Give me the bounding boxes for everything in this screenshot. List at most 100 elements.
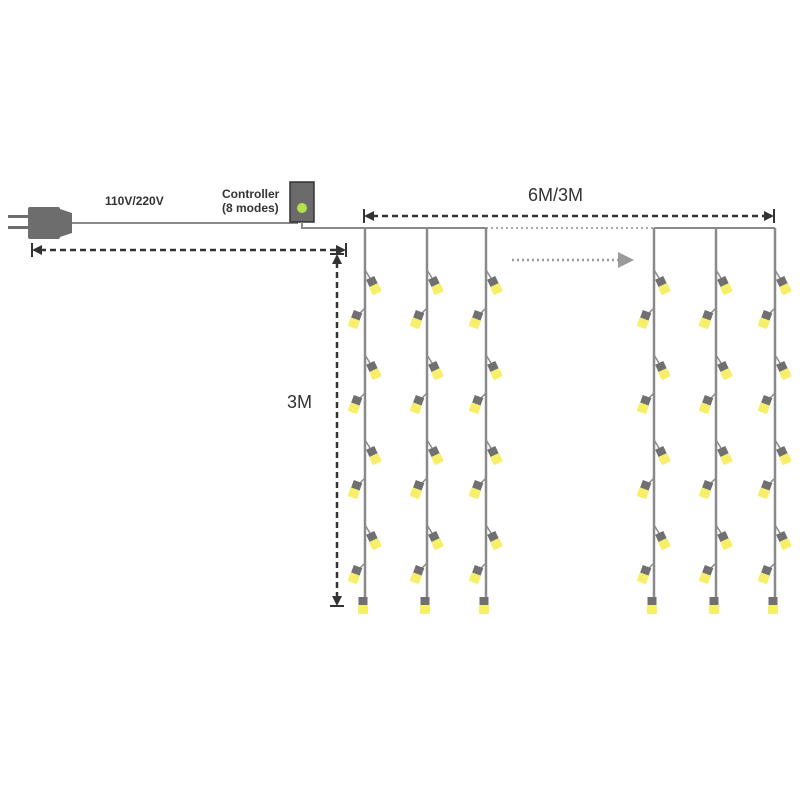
power-plug-icon: [8, 207, 72, 239]
led-bulb-icon: [636, 565, 652, 584]
led-bulb-icon: [366, 275, 382, 295]
led-bulb-icon: [428, 275, 444, 295]
bulb-lead: [359, 477, 366, 484]
led-bulb-icon: [655, 360, 671, 380]
bulb-lead: [485, 524, 492, 534]
led-bulb-icon: [717, 275, 733, 295]
led-bulb-icon: [487, 445, 503, 465]
led-bulb-icon: [709, 597, 719, 614]
bulb-lead: [715, 524, 722, 534]
led-bulb-icon: [776, 445, 792, 465]
controller-box-icon: [289, 181, 315, 223]
lead-dimension-arrow: [31, 243, 347, 257]
bulb-lead: [485, 439, 492, 449]
led-bulb-icon: [409, 480, 425, 499]
bulb-lead: [426, 269, 433, 279]
led-bulb-icon: [776, 530, 792, 550]
width-label: 6M/3M: [528, 185, 583, 205]
bulb-lead: [710, 307, 717, 314]
bulb-lead: [364, 439, 371, 449]
led-bulb-icon: [366, 530, 382, 550]
led-bulb-icon: [468, 310, 484, 329]
led-bulb-icon: [776, 275, 792, 295]
bulb-lead: [480, 392, 487, 399]
led-bulb-icon: [409, 565, 425, 584]
led-bulb-icon: [636, 395, 652, 414]
bulb-lead: [774, 354, 781, 364]
bulb-lead: [648, 307, 655, 314]
led-bulb-icon: [358, 597, 368, 614]
led-bulb-icon: [468, 565, 484, 584]
led-bulb-icon: [347, 480, 363, 499]
bulb-lead: [359, 392, 366, 399]
bulb-lead: [648, 392, 655, 399]
width-dimension-arrow: [363, 209, 775, 223]
led-bulb-icon: [468, 480, 484, 499]
bulb-lead: [769, 307, 776, 314]
arrow-right-icon: [512, 252, 634, 268]
led-bulb-icon: [409, 395, 425, 414]
bulb-lead: [769, 392, 776, 399]
bulb-lead: [421, 562, 428, 569]
led-bulb-icon: [655, 530, 671, 550]
light-strands: [347, 228, 792, 614]
indicator-light: [297, 203, 307, 213]
bulb-lead: [710, 392, 717, 399]
led-bulb-icon: [698, 565, 714, 584]
height-dimension-arrow: [330, 253, 344, 607]
voltage-label: 110V/220V: [105, 194, 164, 208]
bulb-lead: [426, 524, 433, 534]
bulb-lead: [769, 477, 776, 484]
led-bulb-icon: [468, 395, 484, 414]
bulb-lead: [715, 354, 722, 364]
bulb-lead: [426, 439, 433, 449]
led-bulb-icon: [636, 480, 652, 499]
bulb-lead: [485, 354, 492, 364]
led-bulb-icon: [487, 275, 503, 295]
led-bulb-icon: [717, 445, 733, 465]
bulb-lead: [364, 524, 371, 534]
led-bulb-icon: [347, 395, 363, 414]
bulb-lead: [359, 562, 366, 569]
led-bulb-icon: [757, 395, 773, 414]
bulb-lead: [421, 307, 428, 314]
led-bulb-icon: [409, 310, 425, 329]
led-bulb-icon: [717, 360, 733, 380]
led-bulb-icon: [347, 310, 363, 329]
led-bulb-icon: [776, 360, 792, 380]
bulb-lead: [653, 269, 660, 279]
bulb-lead: [715, 269, 722, 279]
bulb-lead: [710, 562, 717, 569]
bulb-lead: [774, 439, 781, 449]
bulb-lead: [769, 562, 776, 569]
bulb-lead: [359, 307, 366, 314]
led-bulb-icon: [347, 565, 363, 584]
bulb-lead: [426, 354, 433, 364]
led-bulb-icon: [698, 395, 714, 414]
bulb-lead: [480, 562, 487, 569]
led-bulb-icon: [428, 360, 444, 380]
led-bulb-icon: [428, 530, 444, 550]
bulb-lead: [485, 269, 492, 279]
bulb-lead: [653, 354, 660, 364]
bulb-lead: [480, 477, 487, 484]
led-bulb-icon: [757, 310, 773, 329]
height-label: 3M: [287, 392, 312, 412]
led-bulb-icon: [757, 565, 773, 584]
bulb-lead: [653, 439, 660, 449]
led-bulb-icon: [698, 480, 714, 499]
led-bulb-icon: [487, 360, 503, 380]
bulb-lead: [715, 439, 722, 449]
led-bulb-icon: [647, 597, 657, 614]
bulb-lead: [480, 307, 487, 314]
controller-modes-label: (8 modes): [222, 201, 279, 215]
led-bulb-icon: [757, 480, 773, 499]
bulb-lead: [648, 477, 655, 484]
led-bulb-icon: [717, 530, 733, 550]
led-bulb-icon: [428, 445, 444, 465]
led-bulb-icon: [768, 597, 778, 614]
bulb-lead: [364, 269, 371, 279]
bulb-lead: [421, 392, 428, 399]
led-bulb-icon: [420, 597, 430, 614]
